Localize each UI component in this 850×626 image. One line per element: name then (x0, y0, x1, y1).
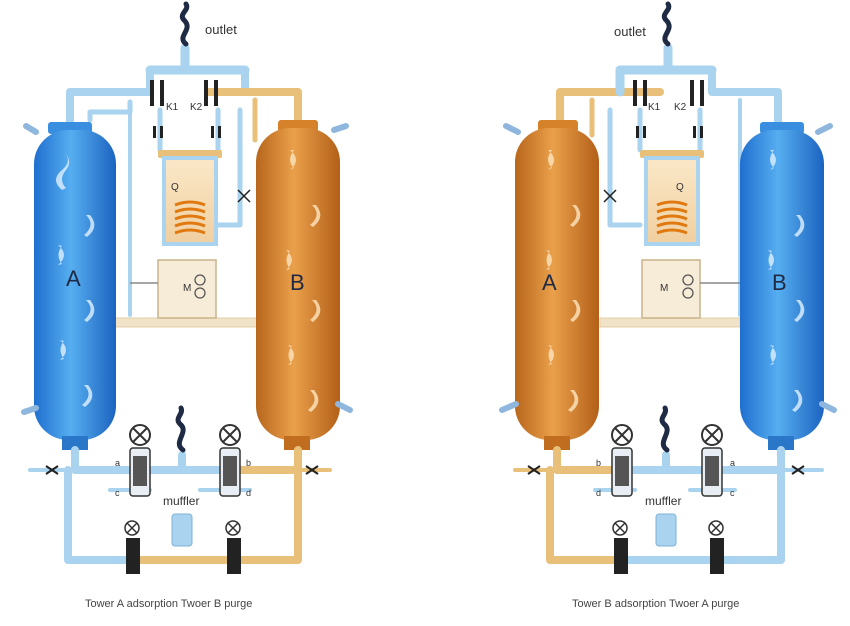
drain-valve-icon (45, 465, 59, 475)
a-label: a (730, 458, 735, 468)
purge-arrow-icon (659, 405, 670, 453)
tower-a-flow-icon (546, 150, 581, 412)
tower-b-label: B (290, 270, 305, 295)
tower-b-label: B (772, 270, 787, 295)
heater-coil-icon (656, 200, 688, 235)
drain-valve-icon (527, 465, 541, 475)
valve-k2: K2 (674, 80, 704, 113)
m-label: M (183, 283, 191, 294)
support-frame (114, 317, 264, 328)
heater-coil-icon (174, 200, 206, 235)
lower-valve-right (708, 520, 724, 574)
a-label: a (115, 458, 120, 468)
controller-m: M (157, 259, 217, 319)
tower-b-flow-icon (286, 150, 321, 412)
tower-a-flow-icon (56, 150, 95, 407)
heater-q: Q (640, 150, 704, 246)
muffler-label: muffler (163, 494, 199, 508)
lower-valve-left (612, 520, 628, 574)
support-frame (599, 317, 741, 328)
outlet-label: outlet (205, 22, 237, 37)
gauge-icon (682, 274, 694, 286)
tower-b-flow-icon (768, 150, 805, 412)
tower-a: A (499, 120, 599, 450)
q-label: Q (171, 182, 179, 193)
valve-k1: K1 (633, 80, 661, 113)
q-label: Q (676, 182, 684, 193)
valve-b: b d (596, 424, 633, 498)
tower-b: B (256, 120, 353, 450)
k1-label: K1 (648, 102, 661, 113)
bottom-pipe-network (28, 446, 332, 564)
needle-valve-icon (237, 189, 251, 203)
heater-q: Q (158, 150, 222, 246)
left-caption: Tower A adsorption Twoer B purge (85, 598, 252, 610)
b-label: b (596, 458, 601, 468)
gauge-icon (682, 287, 694, 299)
needle-valve-icon (603, 189, 617, 203)
d-label: d (596, 488, 601, 498)
drain-valve-icon (305, 465, 319, 475)
right-panel: outlet K1 K2 Q (499, 1, 837, 610)
tower-b: B (740, 122, 837, 450)
drain-valve-icon (791, 465, 805, 475)
muffler (655, 513, 677, 547)
valve-a: a c (115, 424, 151, 498)
k2-label: K2 (190, 102, 203, 113)
check-valves (153, 126, 221, 138)
right-caption: Tower B adsorption Twoer A purge (572, 598, 739, 610)
outlet-arrow-icon (661, 1, 672, 47)
lower-valve-right (225, 520, 241, 574)
valve-a: a c (701, 424, 735, 498)
purge-arrow-icon (175, 405, 186, 453)
muffler-label: muffler (645, 494, 681, 508)
outlet-arrow-icon (179, 1, 190, 47)
c-label: c (730, 488, 735, 498)
left-panel: outlet K1 K2 Q (21, 1, 353, 610)
lower-valve-left (124, 520, 140, 574)
tower-a: A (21, 122, 116, 450)
c-label: c (115, 488, 120, 498)
gauge-icon (194, 287, 206, 299)
tower-a-label: A (66, 266, 81, 291)
b-label: b (246, 458, 251, 468)
gauge-icon (194, 274, 206, 286)
check-valves (636, 126, 703, 138)
valve-b: b d (219, 424, 251, 498)
muffler (171, 513, 193, 547)
m-label: M (660, 283, 668, 294)
valve-k2: K2 (190, 80, 218, 113)
outlet-label: outlet (614, 24, 646, 39)
valve-k1: K1 (150, 80, 179, 113)
tower-a-label: A (542, 270, 557, 295)
controller-m: M (641, 259, 701, 319)
d-label: d (246, 488, 251, 498)
k1-label: K1 (166, 102, 179, 113)
k2-label: K2 (674, 102, 687, 113)
